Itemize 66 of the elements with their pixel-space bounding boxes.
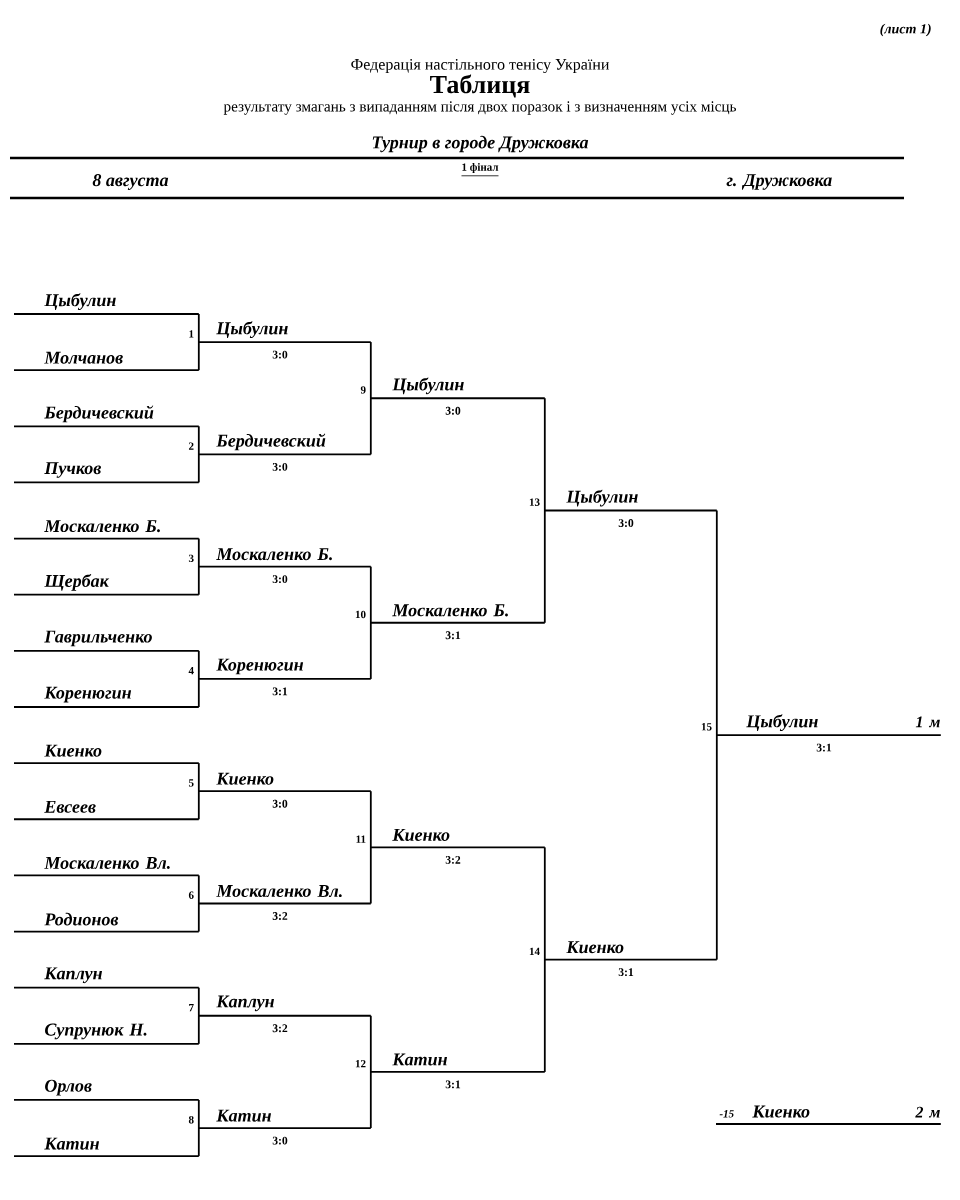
bracket-line: [543, 958, 546, 1073]
city: г. Дружковка: [726, 174, 832, 190]
bracket-line: [197, 678, 200, 708]
bracket-line: [715, 734, 718, 961]
player-slot: Катин: [13, 1137, 200, 1157]
player-slot: Катин: [197, 1109, 372, 1129]
title: Таблиця: [430, 74, 530, 98]
bracket-line: [543, 397, 546, 512]
player-slot: Киенко: [543, 941, 718, 961]
player-slot: Катин: [369, 1053, 546, 1073]
player-slot: Москаленко Б.: [369, 604, 546, 624]
bracket-line: [369, 621, 372, 680]
bracket-line: [197, 453, 200, 484]
date: 8 августа: [92, 174, 169, 190]
player-slot: Гаврильченко: [13, 630, 200, 652]
bracket-line: [543, 846, 546, 961]
bracket-line: [197, 1014, 200, 1045]
bracket-line: [197, 341, 200, 372]
player-slot: Молчанов: [13, 351, 200, 372]
player-slot: Пучков: [13, 462, 200, 484]
bracket-line: [369, 1071, 372, 1129]
player-slot: Москаленко Б.: [197, 548, 372, 568]
player-slot: Цыбулин: [543, 489, 718, 512]
player-slot: Каплун: [197, 995, 372, 1017]
bracket-line: [197, 649, 200, 680]
bracket-line: [369, 846, 372, 905]
bracket-line: [197, 565, 200, 596]
player-slot: Москаленко Вл.: [13, 857, 200, 877]
player-slot: Киенко: [13, 744, 200, 765]
tournament-name: Турнир в городе Дружковка: [372, 135, 589, 153]
player-slot: Евсеев: [13, 800, 200, 821]
player-slot: Киенко: [369, 828, 546, 849]
bracket-line: [197, 902, 200, 933]
player-slot: Каплун: [13, 967, 200, 989]
bracket-line: [369, 790, 372, 849]
player-slot: Коренюгин: [197, 658, 372, 680]
bracket-line: [197, 537, 200, 568]
player-slot: Цыбулин: [369, 377, 546, 400]
bracket-line: [197, 1099, 200, 1129]
player-slot: Супрунюк Н.: [13, 1023, 200, 1045]
bracket-line: [197, 762, 200, 793]
bracket-line: [715, 509, 718, 736]
bracket-line: [197, 986, 200, 1017]
bracket-line: [197, 425, 200, 456]
bracket-line: [543, 509, 546, 624]
organization-name: Федерація настільного тенісу України: [351, 59, 610, 74]
player-slot: Москаленко Вл.: [197, 885, 372, 905]
player-slot: Бердичевский: [13, 405, 200, 428]
bracket-line: [197, 1127, 200, 1157]
player-slot: Цыбулин: [13, 293, 200, 315]
player-slot: Орлов: [13, 1079, 200, 1101]
bracket-line: [369, 341, 372, 400]
bracket-line: [369, 565, 372, 624]
bracket-line: [197, 790, 200, 821]
bracket-line: [369, 1014, 372, 1073]
player-slot: Коренюгин: [13, 686, 200, 708]
player-slot: Москаленко Б.: [13, 520, 200, 540]
player-slot: Родионов: [13, 912, 200, 933]
bracket-line: [369, 397, 372, 456]
bracket-line: [197, 874, 200, 905]
player-slot: Цыбулин: [197, 321, 372, 343]
bracket-line: [197, 313, 200, 343]
player-slot: Щербак: [13, 573, 200, 596]
player-slot: Киенко: [197, 772, 372, 793]
player-slot: Цыбулин 1 м: [715, 714, 942, 736]
player-slot: Бердичевский: [197, 433, 372, 456]
